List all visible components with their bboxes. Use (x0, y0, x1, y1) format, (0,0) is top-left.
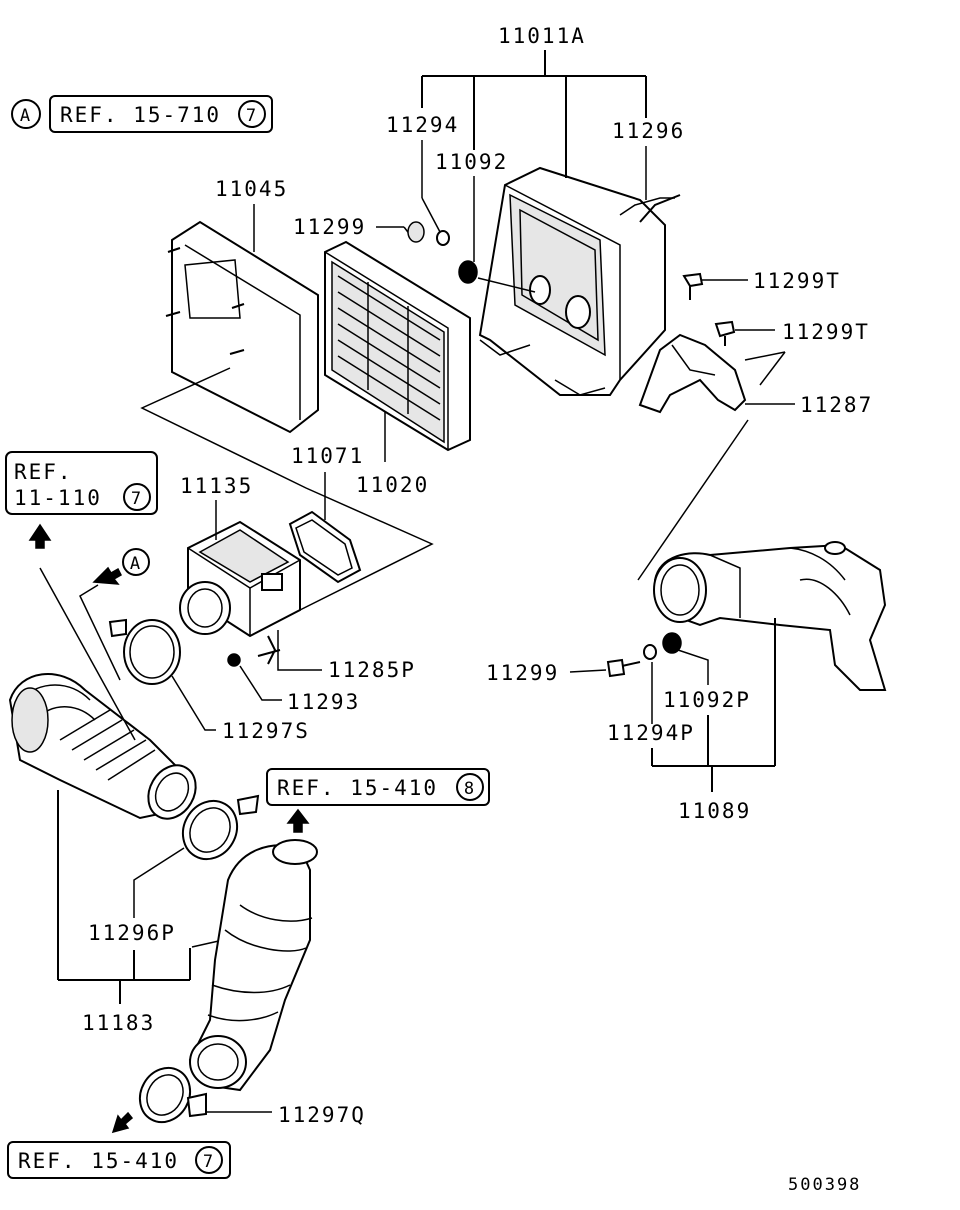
housing-edge (504, 184, 621, 380)
diagram-id: 500398 (788, 1175, 861, 1195)
nut-11293 (227, 653, 241, 667)
gasket-11071 (288, 510, 362, 584)
ref-15-410-8-callout: REF. 15-410 8 (266, 768, 490, 833)
arrow-up-icon (286, 808, 310, 833)
arrow-down-left-icon (111, 1111, 134, 1134)
ref-circle (456, 773, 484, 801)
intake-duct (188, 839, 318, 1092)
ref-text-line2: 11-110 (14, 486, 102, 510)
leader-11297S (171, 675, 216, 731)
circle-marker-a (122, 548, 150, 576)
marker-a-label: A (20, 106, 32, 126)
housing-port (529, 275, 551, 305)
ref-box (266, 768, 490, 806)
ref-text-line1: REF. (14, 460, 73, 484)
label-11299-mid: 11299 (486, 661, 559, 685)
housing-foot-2 (554, 379, 606, 396)
label-11293: 11293 (287, 690, 360, 714)
bolt-11299T-b (714, 320, 736, 346)
leader-11092P (677, 649, 709, 685)
marker-a-label: A (130, 554, 142, 574)
leader-11183 (57, 790, 191, 1004)
screw-11285P (257, 635, 281, 665)
ref-11-110-callout: REF. 11-110 7 (5, 451, 158, 549)
leader-11293 (239, 665, 282, 701)
bolt-11299-mid (606, 658, 641, 678)
label-11045: 11045 (215, 177, 288, 201)
bolt-11299-top (407, 221, 425, 243)
air-intake-hose-11183 (8, 673, 197, 820)
label-11135: 11135 (180, 474, 253, 498)
clamp-11297S (108, 618, 181, 685)
label-11011A: 11011A (498, 24, 586, 48)
housing-strap (619, 197, 675, 216)
housing-port-2 (565, 295, 591, 329)
housing-strap-2 (639, 194, 681, 223)
clamp-11297Q (138, 1066, 207, 1124)
ref-15-410-7-callout: REF. 15-410 7 (7, 1111, 231, 1179)
leader-11299-mid (569, 669, 607, 673)
leader-11089 (651, 618, 776, 792)
label-11299T-a: 11299T (753, 269, 841, 293)
circle-marker-a (11, 99, 41, 129)
inlet-duct-11089 (653, 541, 887, 691)
ref-text: REF. 15-410 (18, 1149, 179, 1173)
label-11299-top: 11299 (293, 215, 366, 239)
ref-box (5, 451, 158, 515)
arrow-up-icon (28, 523, 52, 549)
ref-num: 7 (203, 1152, 215, 1172)
air-cleaner-housing (478, 166, 681, 396)
housing-inner (519, 208, 599, 342)
ref-circle (195, 1146, 223, 1174)
label-11297S: 11297S (222, 719, 310, 743)
ref-num: 7 (246, 106, 258, 126)
label-11294: 11294 (386, 113, 459, 137)
label-11296P: 11296P (88, 921, 176, 945)
label-11092P: 11092P (663, 688, 751, 712)
ref-15-710-callout: A REF. 15-710 7 (11, 95, 273, 133)
label-11287: 11287 (800, 393, 873, 417)
arrow-up-right-icon (92, 566, 122, 585)
ref-circle (238, 100, 266, 128)
label-11092: 11092 (435, 150, 508, 174)
label-11285P: 11285P (328, 658, 416, 682)
label-11089: 11089 (678, 799, 751, 823)
bracket-11287 (638, 333, 747, 414)
ref-box (49, 95, 273, 133)
filter-element-11020 (324, 240, 471, 452)
label-11297Q: 11297Q (278, 1103, 366, 1127)
collar-11294 (436, 230, 450, 246)
ref-text: REF. 15-410 (277, 776, 438, 800)
ref-num: 8 (464, 779, 476, 799)
leader-11296P-a (133, 847, 185, 918)
housing-foot (479, 339, 531, 356)
airflow-sensor-11135 (179, 520, 301, 638)
label-11071: 11071 (291, 444, 364, 468)
label-11020: 11020 (356, 473, 429, 497)
ref-text: REF. 15-710 (60, 103, 221, 127)
collar-11294P (643, 644, 657, 660)
cover-11045 (165, 220, 319, 434)
ref-num: 7 (131, 489, 143, 509)
label-11294P: 11294P (607, 721, 695, 745)
grommet-11092P (662, 632, 682, 654)
label-11183: 11183 (82, 1011, 155, 1035)
label-11299T-b: 11299T (782, 320, 870, 344)
grommet-11092 (458, 260, 478, 284)
leader-cover-gasket (140, 367, 434, 611)
leader-11011A (421, 50, 647, 178)
leader-11285P (277, 630, 322, 671)
ref-box (7, 1141, 231, 1179)
bolt-11299T-a (682, 272, 704, 300)
ref-circle (123, 483, 151, 511)
label-11296: 11296 (612, 119, 685, 143)
clamp-11296P (181, 794, 260, 861)
